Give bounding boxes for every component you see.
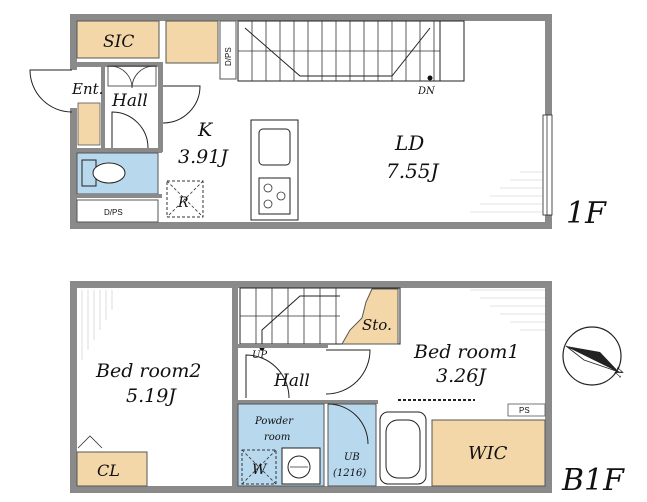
- sto-label: Sto.: [362, 316, 392, 334]
- bedroom2-hatch: [81, 290, 113, 360]
- wall-1f-bottom: [70, 222, 552, 229]
- floor-1f: SIC D/PS Ent. Hall D/PS: [29, 14, 607, 231]
- stair-dn-label: DN: [417, 86, 436, 97]
- ld-window: [542, 114, 553, 216]
- kitchen-size: 3.91J: [178, 146, 229, 168]
- hall-b1f-label: Hall: [273, 371, 310, 391]
- up-label: UP: [252, 350, 267, 361]
- kitchen-sink: [258, 128, 291, 166]
- refrigerator-label: R: [177, 195, 189, 211]
- bedroom1-hatch: [470, 289, 545, 331]
- bedroom2-size: 5.19J: [126, 385, 177, 407]
- dps-top-label: D/PS: [224, 47, 233, 66]
- ub-bath: [327, 403, 377, 487]
- wic-label: WIC: [468, 443, 508, 464]
- sic-label: SIC: [103, 32, 134, 52]
- floor-1f-label: 1F: [566, 196, 607, 231]
- ld-size: 7.55J: [386, 159, 440, 183]
- ps-shaft: [507, 403, 546, 417]
- washer-label: W: [252, 462, 268, 478]
- floor-b1f: Bed room2 5.19J CL Sto. UP Hall: [70, 281, 625, 498]
- powder-label-2: room: [264, 432, 290, 443]
- kitchen-door: [162, 85, 201, 124]
- cl-closet: [76, 451, 148, 487]
- dps-bottom: [76, 199, 159, 223]
- cl-label: CL: [97, 461, 120, 480]
- entrance-tile: [77, 102, 101, 146]
- wall-1f-left: [70, 14, 77, 229]
- compass: N: [562, 326, 628, 386]
- storage-1f: [165, 20, 219, 64]
- ub-size: (1216): [333, 468, 366, 479]
- hall-1f-label: Hall: [111, 91, 148, 111]
- dps-bottom-label: D/PS: [104, 208, 123, 217]
- ld-label: LD: [394, 131, 424, 155]
- washer: [241, 449, 277, 485]
- bedroom2-label: Bed room2: [95, 360, 201, 382]
- refrigerator: [166, 180, 204, 218]
- ps-label: PS: [519, 406, 530, 415]
- bedroom1-label: Bed room1: [413, 341, 519, 363]
- dps-top: [219, 20, 237, 80]
- kitchen-label: K: [197, 119, 214, 141]
- sic-room: [76, 20, 160, 59]
- ub-label: UB: [344, 452, 360, 463]
- ld-window-hatch: [470, 171, 545, 213]
- floor-b1f-label: B1F: [561, 463, 625, 498]
- sto-storage: [341, 288, 399, 345]
- wall-1f-top: [70, 14, 552, 21]
- bedroom1-size: 3.26J: [436, 365, 487, 387]
- stairs-1f: [237, 20, 465, 82]
- wic-closet: [431, 419, 546, 487]
- entrance-label: Ent.: [71, 80, 103, 98]
- hall-door: [111, 111, 149, 149]
- entrance-door: [29, 69, 73, 113]
- powder-label-1: Powder: [254, 416, 294, 427]
